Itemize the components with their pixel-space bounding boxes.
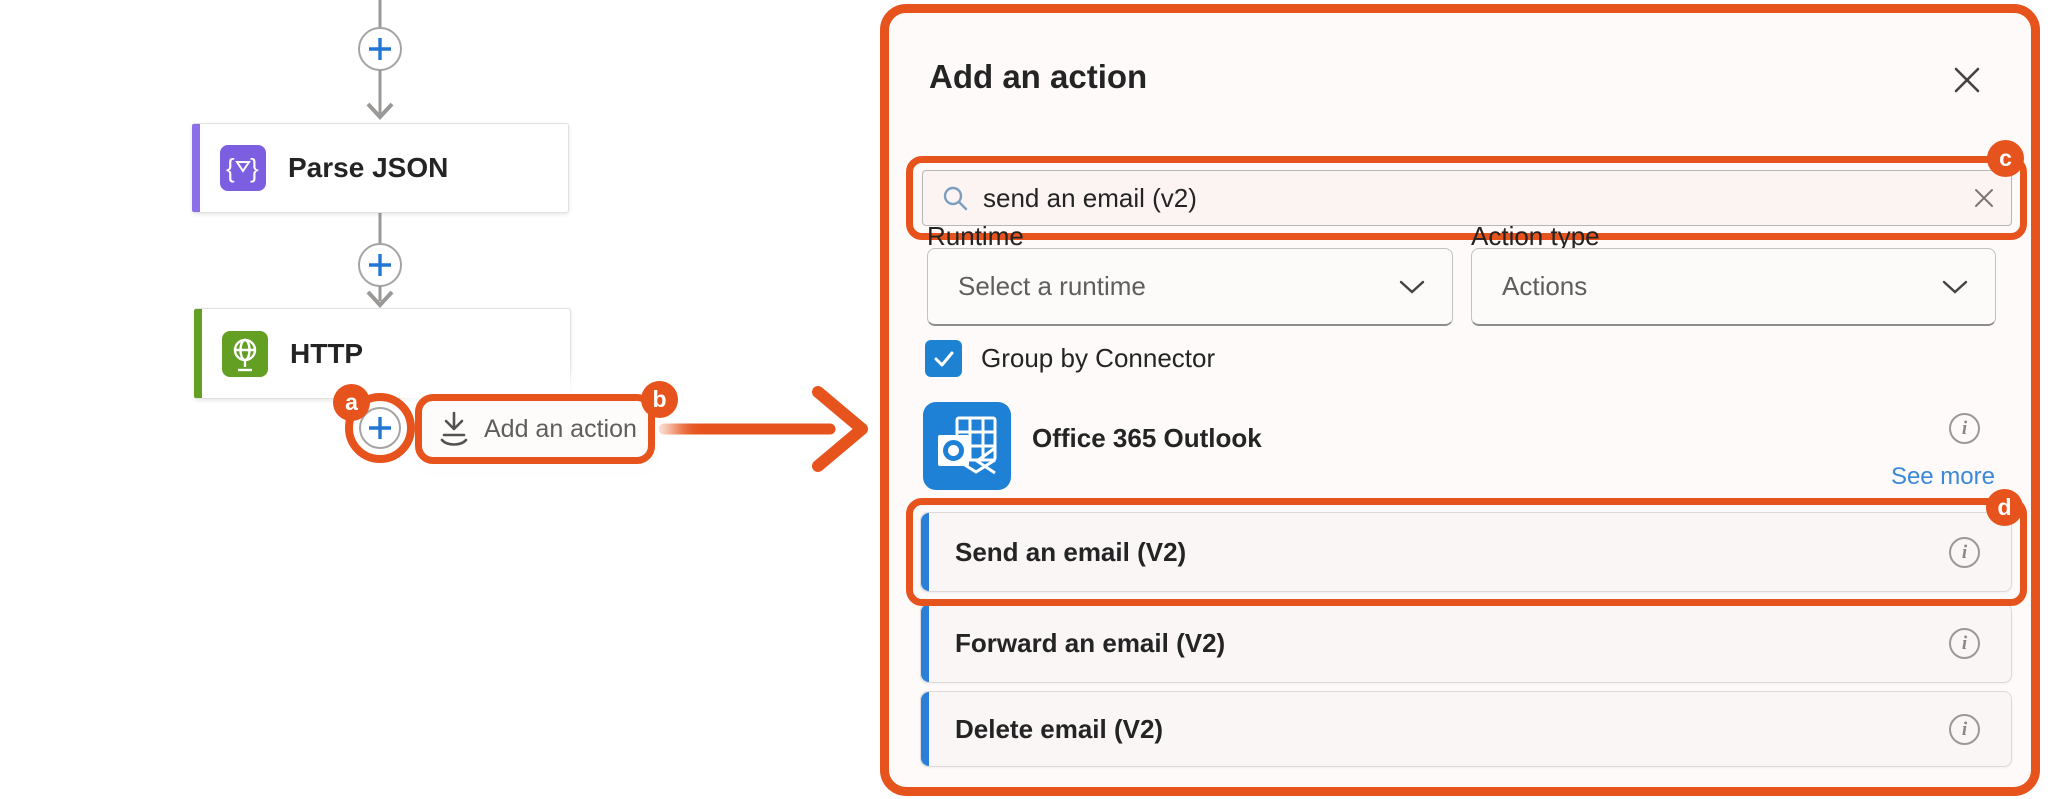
info-icon[interactable]: i (1949, 537, 1980, 568)
panel-title: Add an action (929, 58, 1148, 95)
svg-text:}: } (250, 153, 259, 183)
node-label: HTTP (290, 337, 364, 369)
chevron-down-icon (1941, 279, 1969, 295)
checkmark-icon (934, 351, 953, 366)
annotation-badge-b: b (641, 381, 678, 418)
chevron-down-icon (1398, 279, 1426, 295)
flow-connectors (358, 0, 402, 308)
flow-designer-canvas: { } Parse JSON HTTP (0, 0, 770, 537)
node-http[interactable]: HTTP (194, 308, 571, 399)
annotation-arrow (658, 386, 868, 472)
badge-letter: a (345, 389, 358, 415)
action-label: Send an email (V2) (955, 536, 1187, 567)
action-type-label: Action type (1471, 221, 1600, 251)
close-icon[interactable] (1948, 61, 1986, 99)
insert-step-plus-top-icon (358, 27, 402, 71)
node-label: Parse JSON (288, 152, 449, 183)
runtime-dropdown-value: Select a runtime (958, 271, 1146, 301)
insert-action-icon (438, 409, 470, 449)
group-by-connector-checkbox[interactable] (925, 340, 962, 377)
annotation-badge-a: a (333, 384, 370, 421)
action-type-dropdown-value: Actions (1502, 271, 1588, 301)
parse-json-icon: { } (220, 145, 266, 191)
action-type-dropdown[interactable]: Actions (1471, 248, 1996, 326)
action-label: Delete email (V2) (955, 713, 1164, 744)
add-action-tooltip[interactable]: Add an action (415, 394, 655, 464)
add-action-tooltip-label: Add an action (484, 414, 637, 443)
search-annotation-outline (906, 156, 2027, 240)
search-icon (941, 184, 969, 212)
annotation-badge-d: d (1986, 489, 2023, 526)
clear-search-icon[interactable] (1971, 185, 1997, 211)
group-by-connector-label: Group by Connector (981, 343, 1216, 373)
action-accent-bar (921, 604, 929, 682)
info-icon[interactable]: i (1949, 628, 1980, 659)
action-accent-bar (921, 692, 929, 766)
parse-json-accent-bar (192, 124, 200, 212)
annotation-badge-c: c (1987, 140, 2024, 177)
action-delete-email-v2[interactable]: Delete email (V2) (920, 691, 2012, 767)
info-icon[interactable]: i (1949, 714, 1980, 745)
badge-letter: b (652, 386, 667, 412)
action-accent-bar (921, 513, 929, 591)
send-email-annotation-outline (906, 498, 2027, 606)
badge-letter: c (1999, 145, 2012, 171)
connector-name: Office 365 Outlook (1032, 423, 1262, 453)
see-more-link[interactable]: See more (1890, 463, 1995, 490)
runtime-dropdown[interactable]: Select a runtime (927, 248, 1453, 326)
runtime-label: Runtime (927, 221, 1024, 251)
http-accent-bar (194, 309, 202, 398)
svg-text:{: { (226, 153, 235, 183)
search-input[interactable]: send an email (v2) (922, 170, 2012, 226)
node-parse-json[interactable]: { } Parse JSON (192, 123, 569, 213)
office-365-outlook-icon[interactable] (923, 402, 1011, 490)
http-globe-icon (222, 330, 268, 377)
search-query-text: send an email (v2) (983, 182, 1197, 213)
info-icon[interactable]: i (1949, 413, 1980, 444)
badge-letter: d (1997, 494, 2012, 520)
action-send-an-email-v2[interactable]: Send an email (V2) (920, 512, 2012, 592)
action-forward-an-email-v2[interactable]: Forward an email (V2) (920, 603, 2012, 683)
insert-step-plus-middle-icon (358, 243, 402, 287)
action-label: Forward an email (V2) (955, 627, 1226, 658)
add-action-panel: Add an action send an email (v2) (880, 4, 2040, 796)
insert-action-plus-button[interactable] (340, 388, 420, 468)
